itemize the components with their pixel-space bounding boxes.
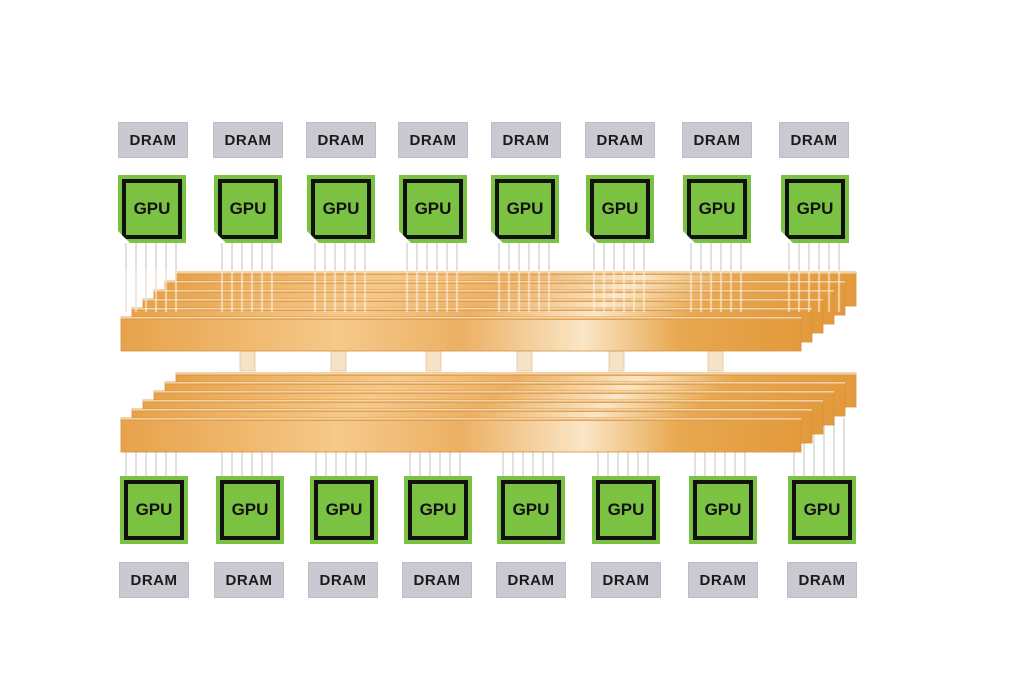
gpu-top-2: GPU: [214, 175, 282, 243]
gpu-bottom-6: GPU: [592, 476, 660, 544]
gpu-bottom-5: GPU: [497, 476, 565, 544]
gpu-label: GPU: [419, 500, 457, 519]
gpu-top-8: GPU: [781, 175, 849, 243]
nvswitch-plane-edge: [121, 317, 801, 320]
dram-bottom-5: DRAM: [496, 562, 566, 598]
dram-top-4: DRAM: [398, 122, 468, 158]
dram-top-1: DRAM: [118, 122, 188, 158]
gpu-die: GPU: [792, 480, 852, 540]
gpu-die: GPU: [220, 480, 280, 540]
gpu-die: GPU: [501, 480, 561, 540]
nvswitch-plane-edge: [143, 400, 823, 403]
gpu-bottom-4: GPU: [404, 476, 472, 544]
dram-bottom-7: DRAM: [688, 562, 758, 598]
nvswitch-plane-edge: [165, 281, 845, 284]
nvswitch-plane-edge: [165, 382, 845, 385]
bridge-link: [239, 348, 256, 372]
gpu-label: GPU: [325, 500, 363, 519]
gpu-top-6: GPU: [586, 175, 654, 243]
dram-top-3: DRAM: [306, 122, 376, 158]
gpu-die: GPU: [596, 480, 656, 540]
gpu-die: GPU: [122, 179, 182, 239]
bridge-link: [608, 348, 625, 372]
nvswitch-plane-edge: [176, 272, 856, 275]
gpu-die: GPU: [693, 480, 753, 540]
gpu-bottom-7: GPU: [689, 476, 757, 544]
nvswitch-plane-edge: [154, 391, 834, 394]
gpu-bottom-2: GPU: [216, 476, 284, 544]
gpu-die: GPU: [218, 179, 278, 239]
bridge-link: [516, 348, 533, 372]
gpu-label: GPU: [133, 199, 171, 218]
gpu-label: GPU: [414, 199, 452, 218]
gpu-die: GPU: [785, 179, 845, 239]
dram-bottom-4: DRAM: [402, 562, 472, 598]
dram-top-8: DRAM: [779, 122, 849, 158]
gpu-label: GPU: [607, 500, 645, 519]
gpu-label: GPU: [229, 199, 267, 218]
bridge-links: [239, 348, 724, 372]
top-switch-bank: [120, 271, 857, 352]
nvswitch-plane-edge: [132, 409, 812, 412]
dram-bottom-8: DRAM: [787, 562, 857, 598]
dram-top-2: DRAM: [213, 122, 283, 158]
dram-top-7: DRAM: [682, 122, 752, 158]
nvswitch-plane: [120, 316, 802, 352]
gpu-top-3: GPU: [307, 175, 375, 243]
nvswitch-plane-edge: [132, 308, 812, 311]
gpu-label: GPU: [698, 199, 736, 218]
nvswitch-plane-edge: [121, 418, 801, 421]
dram-bottom-2: DRAM: [214, 562, 284, 598]
gpu-label: GPU: [322, 199, 360, 218]
dram-bottom-3: DRAM: [308, 562, 378, 598]
gpu-die: GPU: [408, 480, 468, 540]
gpu-top-5: GPU: [491, 175, 559, 243]
gpu-die: GPU: [311, 179, 371, 239]
nvswitch-plane-edge: [143, 299, 823, 302]
gpu-label: GPU: [803, 500, 841, 519]
gpu-label: GPU: [231, 500, 269, 519]
gpu-die: GPU: [403, 179, 463, 239]
gpu-die: GPU: [314, 480, 374, 540]
gpu-top-1: GPU: [118, 175, 186, 243]
gpu-label: GPU: [135, 500, 173, 519]
bottom-switch-bank: [120, 372, 857, 453]
dram-bottom-1: DRAM: [119, 562, 189, 598]
gpu-die: GPU: [590, 179, 650, 239]
gpu-label: GPU: [512, 500, 550, 519]
bridge-link: [707, 348, 724, 372]
nvswitch-plane: [120, 417, 802, 453]
gpu-bottom-3: GPU: [310, 476, 378, 544]
gpu-label: GPU: [704, 500, 742, 519]
gpu-die: GPU: [124, 480, 184, 540]
gpu-top-7: GPU: [683, 175, 751, 243]
gpu-die: GPU: [687, 179, 747, 239]
bridge-link: [330, 348, 347, 372]
gpu-label: GPU: [601, 199, 639, 218]
gpu-label: GPU: [796, 199, 834, 218]
gpu-top-4: GPU: [399, 175, 467, 243]
gpu-die: GPU: [495, 179, 555, 239]
bridge-link: [425, 348, 442, 372]
dram-bottom-6: DRAM: [591, 562, 661, 598]
gpu-bottom-8: GPU: [788, 476, 856, 544]
gpu-bottom-1: GPU: [120, 476, 188, 544]
dram-top-5: DRAM: [491, 122, 561, 158]
nvswitch-plane-edge: [154, 290, 834, 293]
dram-top-6: DRAM: [585, 122, 655, 158]
top-pins-overlay: [124, 270, 841, 312]
gpu-label: GPU: [506, 199, 544, 218]
nvswitch-plane-edge: [176, 373, 856, 376]
